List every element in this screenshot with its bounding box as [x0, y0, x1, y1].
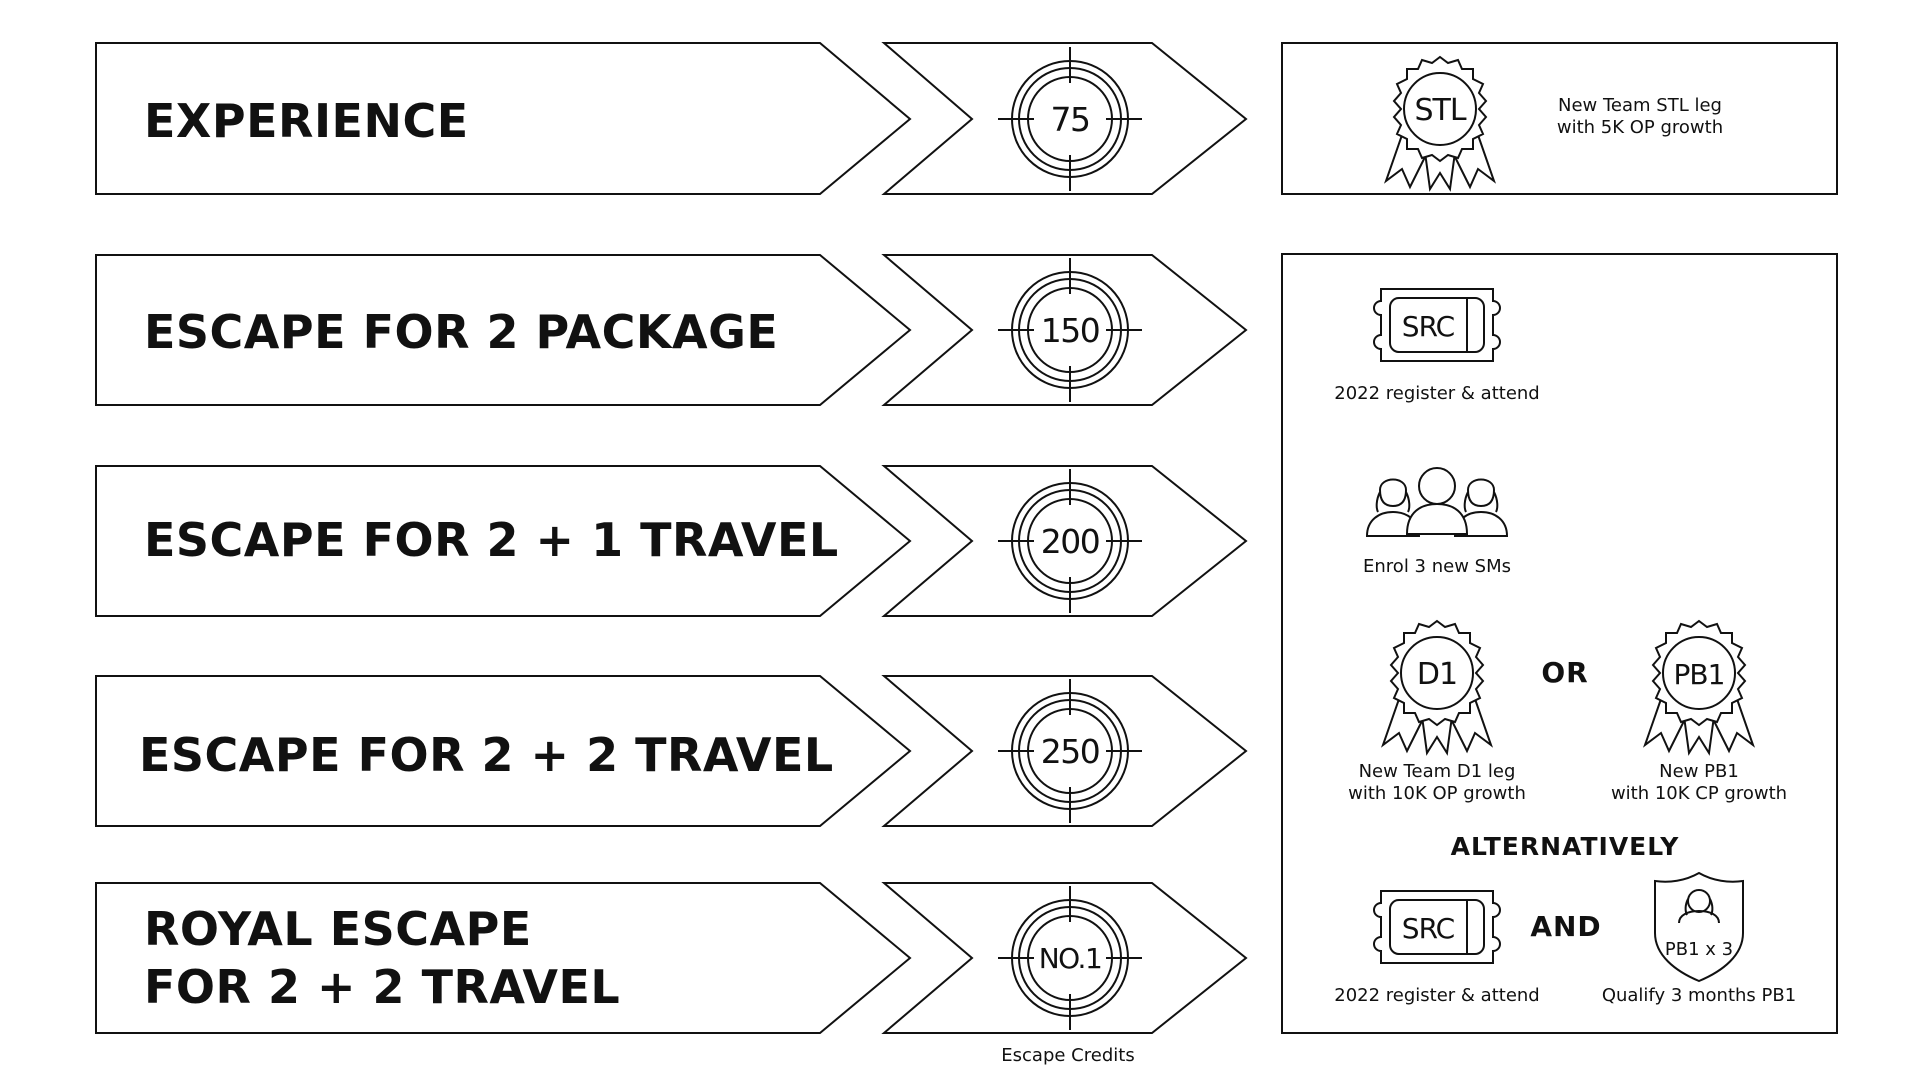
credits-value: 200	[1041, 522, 1100, 561]
tier-title-line-1: ROYAL ESCAPE	[144, 902, 532, 956]
ticket-icon	[1373, 890, 1501, 964]
alternatively-label: ALTERNATIVELY	[1451, 832, 1680, 861]
award-badge-text: STL	[1414, 93, 1466, 128]
tier-row-escape-for-2-package: ESCAPE FOR 2 PACKAGE 150	[95, 254, 1248, 406]
award-badge-text: D1	[1417, 657, 1457, 692]
and-label: AND	[1530, 910, 1601, 943]
tier-credits-chevron	[881, 42, 1248, 195]
credits-value: 250	[1041, 732, 1100, 771]
target-icon	[998, 679, 1142, 823]
ticket-icon	[1373, 288, 1501, 362]
enrol-caption: Enrol 3 new SMs	[1363, 556, 1511, 577]
tier-title: ESCAPE FOR 2 + 2 TRAVEL	[139, 728, 834, 782]
people-group-icon	[1365, 467, 1509, 537]
pb1-caption-line-2: with 10K CP growth	[1611, 783, 1787, 804]
credits-value: 150	[1041, 311, 1100, 350]
tier-title-arrow	[95, 675, 912, 827]
or-label: OR	[1541, 656, 1588, 689]
requirement-description-line-1: New Team STL leg	[1558, 95, 1722, 116]
target-icon	[998, 47, 1142, 191]
target-icon	[998, 258, 1142, 402]
ticket-badge-text: SRC	[1402, 310, 1455, 343]
ticket-caption: 2022 register & attend	[1334, 383, 1539, 404]
shield-caption: Qualify 3 months PB1	[1602, 985, 1796, 1006]
tier-title: EXPERIENCE	[144, 94, 469, 148]
award-ribbon-icon	[1383, 55, 1497, 192]
tier-credits-chevron	[881, 675, 1248, 827]
pb1-caption-line-1: New PB1	[1659, 761, 1739, 782]
shield-badge-text: PB1 x 3	[1665, 939, 1733, 960]
target-icon	[998, 469, 1142, 613]
tier-title-arrow	[95, 465, 912, 617]
ticket-caption: 2022 register & attend	[1334, 985, 1539, 1006]
tier-title-arrow	[95, 882, 912, 1034]
tier-title: ESCAPE FOR 2 PACKAGE	[144, 305, 778, 359]
tier-credits-chevron	[881, 465, 1248, 617]
tier-row-escape-for-2-plus-2-travel: ESCAPE FOR 2 + 2 TRAVEL 250	[95, 675, 1248, 827]
tier-row-experience: EXPERIENCE 75	[95, 42, 1248, 195]
target-icon	[998, 886, 1142, 1030]
requirement-box-main: SRC 2022 register & attend Enrol 3 new S…	[1281, 253, 1838, 1034]
tier-row-royal-escape: ROYAL ESCAPE FOR 2 + 2 TRAVEL NO.1	[95, 882, 1248, 1034]
credits-value: 75	[1051, 100, 1090, 139]
tier-title-arrow	[95, 42, 912, 195]
tier-title-line-2: FOR 2 + 2 TRAVEL	[144, 960, 620, 1014]
d1-caption-line-2: with 10K OP growth	[1348, 783, 1526, 804]
requirement-box-top: STL New Team STL leg with 5K OP growth	[1281, 42, 1838, 195]
ticket-badge-text: SRC	[1402, 912, 1455, 945]
tier-credits-chevron	[881, 882, 1248, 1034]
tier-row-escape-for-2-plus-1-travel: ESCAPE FOR 2 + 1 TRAVEL 200	[95, 465, 1248, 617]
tier-credits-chevron	[881, 254, 1248, 406]
tier-title-arrow	[95, 254, 912, 406]
award-ribbon-icon	[1642, 619, 1756, 756]
credits-value: NO.1	[1039, 942, 1102, 975]
d1-caption-line-1: New Team D1 leg	[1359, 761, 1516, 782]
tier-title: ESCAPE FOR 2 + 1 TRAVEL	[144, 513, 839, 567]
award-ribbon-icon	[1380, 619, 1494, 756]
requirement-description-line-2: with 5K OP growth	[1557, 117, 1723, 138]
credits-caption: Escape Credits	[1001, 1045, 1134, 1066]
shield-person-icon	[1654, 871, 1744, 983]
award-badge-text: PB1	[1674, 658, 1725, 691]
